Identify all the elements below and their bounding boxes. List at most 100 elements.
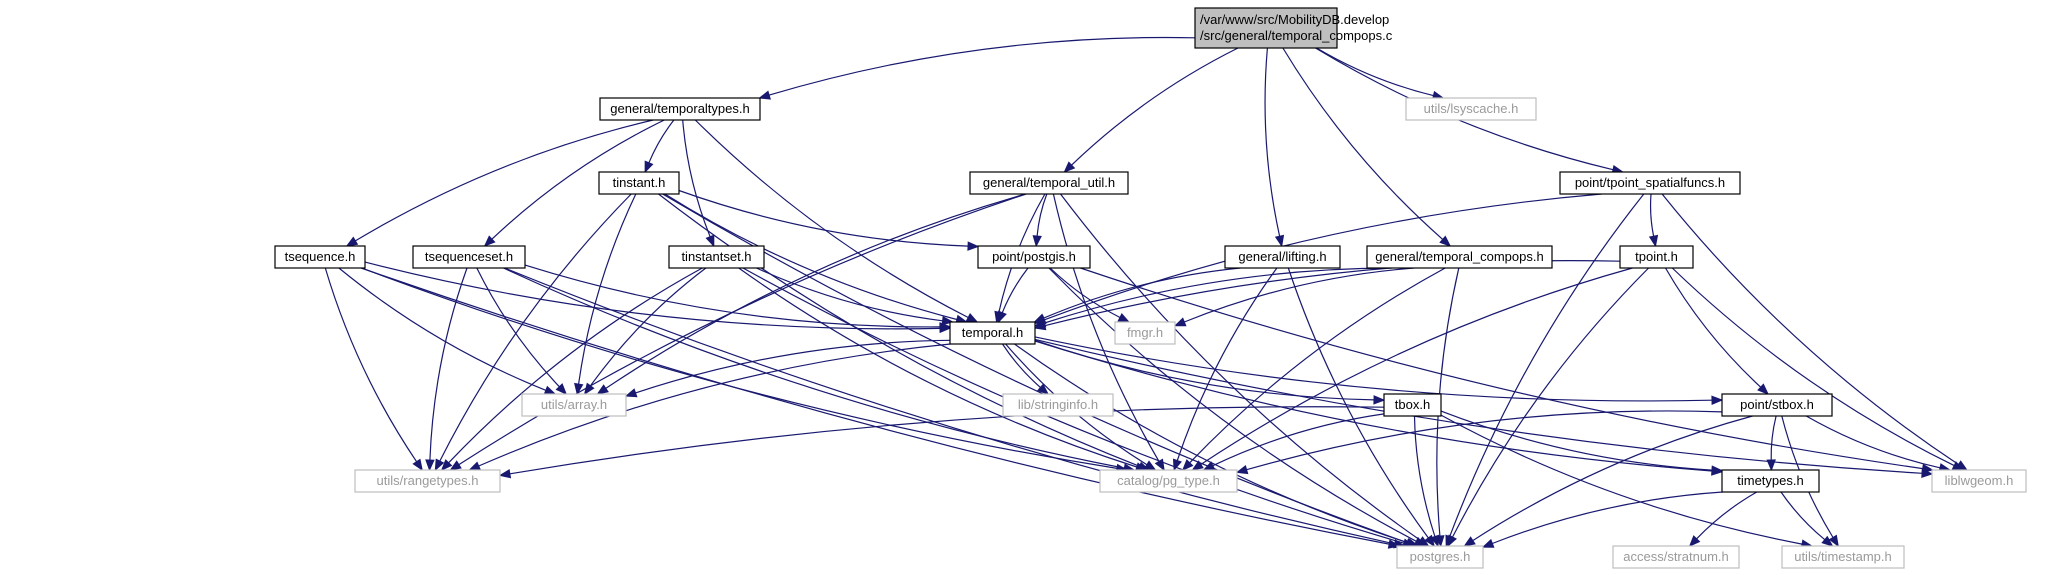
edge-arrowhead — [1711, 465, 1724, 475]
node-temporal[interactable]: temporal.h — [949, 321, 1036, 345]
node-label: general/temporal_compops.h — [1375, 249, 1543, 264]
edge-line — [1043, 267, 1241, 319]
edge-arrowhead — [543, 385, 557, 395]
edge-arrowhead — [555, 383, 568, 395]
edge-timetypes-to-stratnum — [1688, 491, 1758, 547]
edge-line — [1189, 267, 1446, 464]
node-label: /src/general/temporal_compops.c — [1200, 28, 1393, 43]
edge-arrowhead — [1921, 468, 1934, 479]
edge-arrowhead — [758, 90, 771, 100]
node-tinstantset[interactable]: tinstantset.h — [668, 245, 765, 269]
edge-line — [1184, 267, 1415, 323]
edge-arrowhead — [574, 382, 584, 396]
edge-line — [338, 267, 547, 391]
node-tsequenceset[interactable]: tsequenceset.h — [412, 245, 526, 269]
node-timetypes[interactable]: timetypes.h — [1721, 469, 1820, 493]
edge-arrowhead — [583, 382, 595, 396]
edge-arrowhead — [425, 459, 435, 472]
edge-line — [458, 193, 1027, 466]
node-box — [977, 245, 1091, 269]
edge-arrowhead — [705, 234, 715, 248]
edge-tinstant-to-postgis — [678, 189, 980, 251]
edge-arrowhead — [1063, 161, 1076, 173]
node-tsequence[interactable]: tsequence.h — [274, 245, 366, 269]
node-label: utils/rangetypes.h — [377, 473, 479, 488]
edge-root-to-lifting — [1264, 47, 1285, 248]
edge-temporal_util-to-array — [596, 193, 1026, 395]
edge-line — [605, 193, 1026, 389]
node-label: general/temporal_util.h — [983, 175, 1115, 190]
node-box — [1099, 469, 1238, 493]
node-label: catalog/pg_type.h — [1117, 473, 1220, 488]
edge-line — [1052, 193, 1160, 462]
edge-tsequence-to-rangetypes — [324, 267, 423, 472]
edge-arrowhead — [1439, 235, 1452, 247]
edge-arrowhead — [498, 468, 512, 479]
edge-root-to-temporaltypes — [758, 36, 1196, 100]
edge-arrowhead — [967, 241, 980, 251]
edge-line — [1449, 193, 1645, 537]
node-box — [949, 321, 1036, 345]
edge-line — [1044, 259, 1621, 327]
edge-stbox-to-postgres — [1463, 415, 1753, 547]
node-box — [412, 245, 526, 269]
edge-tinstant-to-array — [574, 193, 637, 396]
node-label: tpoint.h — [1635, 249, 1678, 264]
node-tpoint_sf[interactable]: point/tpoint_spatialfuncs.h — [1559, 171, 1741, 195]
edge-line — [478, 343, 951, 467]
edge-arrowhead — [1373, 395, 1386, 405]
edge-arrowhead — [412, 458, 423, 472]
edge-tsequenceset-to-rangetypes — [425, 267, 468, 472]
edge-arrowhead — [483, 235, 496, 247]
node-label: postgres.h — [1410, 549, 1471, 564]
node-temporal_util[interactable]: general/temporal_util.h — [969, 171, 1129, 195]
node-root[interactable]: /var/www/src/MobilityDB.develop/src/gene… — [1194, 7, 1393, 49]
edge-tinstantset-to-rangetypes — [440, 267, 703, 471]
edge-line — [658, 193, 1140, 467]
node-liblwgeom: liblwgeom.h — [1931, 469, 2027, 493]
edge-arrowhead — [434, 458, 445, 472]
node-box — [274, 245, 366, 269]
edge-line — [1036, 193, 1048, 237]
edge-arrowhead — [345, 236, 359, 247]
node-tpoint[interactable]: tpoint.h — [1619, 245, 1694, 269]
edge-temporal_util-to-postgis — [1032, 193, 1048, 248]
edge-arrowhead — [1143, 460, 1157, 471]
node-box — [668, 245, 765, 269]
node-tbox[interactable]: tbox.h — [1383, 393, 1442, 417]
node-label: tinstant.h — [613, 175, 666, 190]
edge-temporal-to-stbox — [1034, 336, 1724, 405]
edge-arrowhead — [596, 384, 609, 395]
node-box — [1383, 393, 1442, 417]
edge-tpoint_sf-to-liblwgeom — [1661, 193, 1969, 471]
edge-arrowhead — [440, 459, 453, 471]
edge-line — [1048, 267, 1417, 542]
edge-line — [1664, 267, 1762, 388]
node-box — [969, 171, 1129, 195]
edge-tbox-to-postgres — [1413, 415, 1440, 548]
node-compops_h[interactable]: general/temporal_compops.h — [1366, 245, 1553, 269]
node-stbox[interactable]: point/stbox.h — [1721, 393, 1833, 417]
node-postgis[interactable]: point/postgis.h — [977, 245, 1091, 269]
node-label: lib/stringinfo.h — [1018, 397, 1098, 412]
node-box — [1224, 245, 1341, 269]
edge-arrowhead — [468, 461, 482, 471]
edge-line — [1671, 267, 1955, 467]
edge-arrowhead — [644, 160, 654, 174]
edge-line — [1780, 491, 1826, 541]
edge-line — [1034, 338, 1923, 474]
node-label: fmgr.h — [1127, 325, 1163, 340]
node-box — [1114, 321, 1176, 345]
edge-arrowhead — [1481, 538, 1495, 548]
edge-line — [509, 406, 1385, 475]
edge-tinstantset-to-temporal — [756, 267, 954, 326]
node-tinstant[interactable]: tinstant.h — [598, 171, 680, 195]
edge-line — [1696, 491, 1758, 540]
node-lifting[interactable]: general/lifting.h — [1224, 245, 1341, 269]
edge-line — [1071, 47, 1239, 166]
edge-temporal_util-to-rangetypes — [449, 193, 1027, 471]
node-temporaltypes[interactable]: general/temporaltypes.h — [599, 97, 761, 121]
edge-line — [648, 119, 675, 164]
edge-temporal-to-postgres — [1014, 343, 1420, 548]
edge-stbox-to-timetypes — [1766, 415, 1777, 472]
